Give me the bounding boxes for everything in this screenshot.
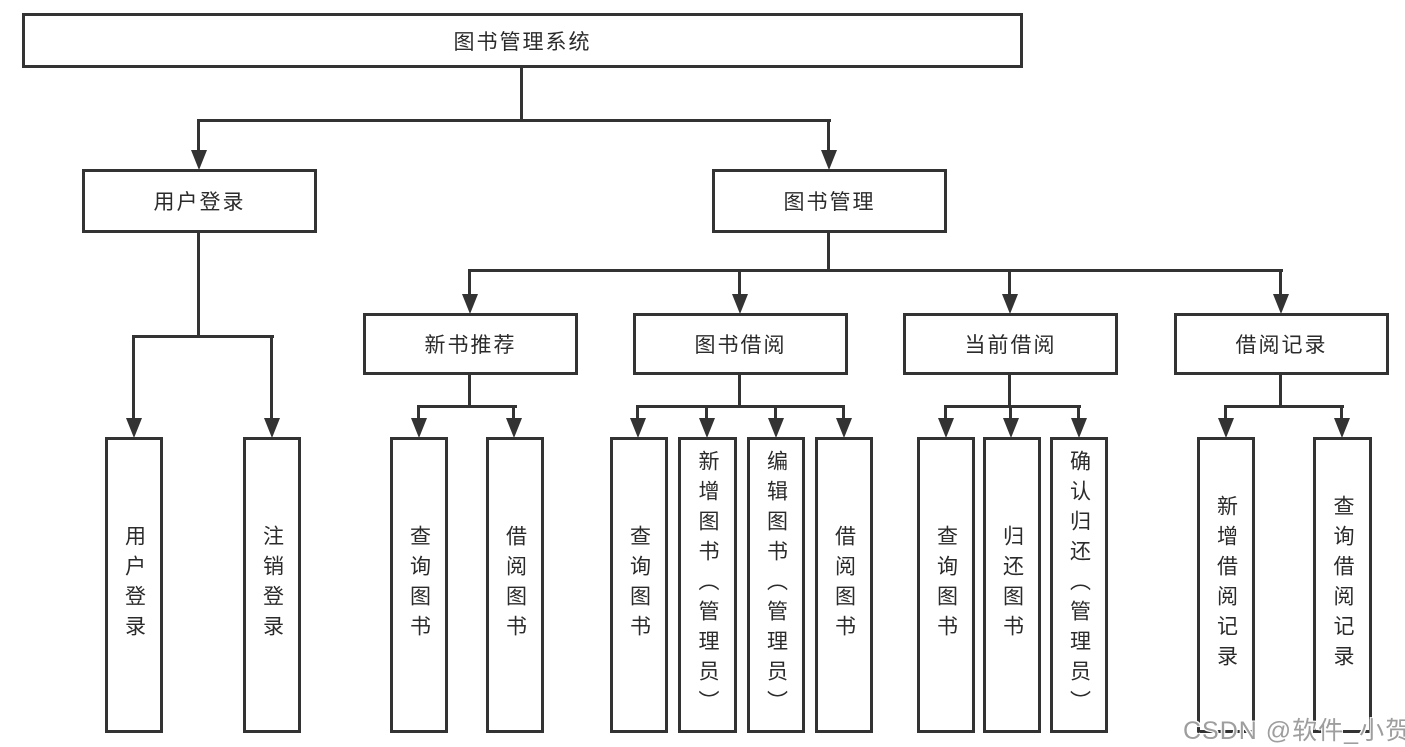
arrow-down-icon — [1334, 418, 1350, 438]
arrow-down-icon — [1273, 294, 1289, 314]
csdn-watermark: CSDN @软件_小贺同学 — [1183, 717, 1405, 745]
node-label: 查询图书 — [934, 525, 958, 645]
connector-line — [197, 119, 200, 151]
connector-line — [944, 405, 1081, 408]
node-label: 新书推荐 — [424, 334, 517, 357]
node-label: 查询图书 — [627, 525, 651, 645]
connector-line — [417, 405, 517, 408]
connector-line — [1279, 373, 1282, 407]
node-label: 归还图书 — [1000, 525, 1024, 645]
arrow-down-icon — [938, 418, 954, 438]
arrow-down-icon — [1071, 418, 1087, 438]
node-book-borrow: 图书借阅 — [633, 313, 848, 375]
connector-line — [705, 405, 708, 418]
connector-line — [512, 405, 515, 418]
connector-line — [827, 231, 830, 272]
connector-line — [468, 269, 471, 294]
connector-line — [520, 66, 523, 119]
node-user-login-branch: 用户登录 — [82, 169, 317, 233]
node-label: 用户登录 — [122, 525, 146, 645]
node-return-book: 归还图书 — [983, 437, 1041, 733]
arrow-down-icon — [821, 150, 837, 170]
node-label: 借阅图书 — [832, 525, 856, 645]
arrow-down-icon — [732, 294, 748, 314]
connector-line — [738, 373, 741, 407]
node-current-borrow: 当前借阅 — [903, 313, 1118, 375]
node-label: 查询图书 — [407, 525, 431, 645]
node-add-book-admin: 新增图书（管理员） — [678, 437, 737, 733]
connector-line — [197, 231, 200, 338]
arrow-down-icon — [1003, 418, 1019, 438]
node-label: 新增图书（管理员） — [696, 450, 719, 720]
connector-line — [636, 405, 639, 418]
node-borrow-books-recommend: 借阅图书 — [486, 437, 544, 733]
arrow-down-icon — [1002, 294, 1018, 314]
node-label: 借阅记录 — [1235, 334, 1328, 357]
arrow-down-icon — [768, 418, 784, 438]
connector-line — [842, 405, 845, 418]
node-label: 新增借阅记录 — [1214, 495, 1238, 675]
node-library-system: 图书管理系统 — [22, 13, 1023, 68]
connector-line — [774, 405, 777, 418]
node-label: 注销登录 — [260, 525, 284, 645]
arrow-down-icon — [191, 150, 207, 170]
node-label: 图书借阅 — [694, 334, 787, 357]
node-logout: 注销登录 — [243, 437, 301, 733]
connector-line — [1008, 373, 1011, 407]
connector-line — [468, 373, 471, 407]
arrow-down-icon — [506, 418, 522, 438]
connector-line — [132, 335, 135, 418]
node-book-management: 图书管理 — [712, 169, 947, 233]
node-label: 编辑图书（管理员） — [764, 450, 788, 720]
node-label: 用户登录 — [153, 191, 246, 214]
node-label: 确认归还（管理员） — [1067, 450, 1091, 720]
arrow-down-icon — [1218, 418, 1234, 438]
connector-line — [1279, 269, 1282, 294]
arrow-down-icon — [264, 418, 280, 438]
connector-line — [1224, 405, 1344, 408]
connector-line — [1224, 405, 1227, 418]
node-borrow-records: 借阅记录 — [1174, 313, 1389, 375]
connector-line — [197, 119, 831, 122]
connector-line — [738, 269, 741, 294]
connector-line — [468, 269, 1283, 272]
connector-line — [1009, 405, 1012, 418]
connector-line — [417, 405, 420, 418]
node-label: 当前借阅 — [964, 334, 1057, 357]
connector-line — [636, 405, 845, 408]
node-label: 借阅图书 — [503, 525, 527, 645]
connector-line — [1008, 269, 1011, 294]
node-label: 图书管理系统 — [453, 30, 592, 54]
node-edit-book-admin: 编辑图书（管理员） — [747, 437, 805, 733]
node-query-books-recommend: 查询图书 — [390, 437, 448, 733]
node-add-borrow-record: 新增借阅记录 — [1197, 437, 1255, 733]
connector-line — [132, 335, 274, 338]
connector-line — [827, 119, 830, 151]
node-label: 查询借阅记录 — [1331, 495, 1354, 675]
connector-line — [944, 405, 947, 418]
connector-line — [1340, 405, 1343, 418]
node-query-books-borrow: 查询图书 — [610, 437, 668, 733]
arrow-down-icon — [836, 418, 852, 438]
connector-line — [1077, 405, 1080, 418]
arrow-down-icon — [699, 418, 715, 438]
node-borrow-books: 借阅图书 — [815, 437, 873, 733]
arrow-down-icon — [126, 418, 142, 438]
node-query-borrow-record: 查询借阅记录 — [1313, 437, 1372, 733]
arrow-down-icon — [411, 418, 427, 438]
node-user-login: 用户登录 — [105, 437, 163, 733]
arrow-down-icon — [462, 294, 478, 314]
arrow-down-icon — [630, 418, 646, 438]
node-query-books-current: 查询图书 — [917, 437, 975, 733]
connector-line — [270, 335, 273, 418]
node-confirm-return-admin: 确认归还（管理员） — [1050, 437, 1108, 733]
node-label: 图书管理 — [783, 191, 876, 214]
node-new-book-recommend: 新书推荐 — [363, 313, 578, 375]
